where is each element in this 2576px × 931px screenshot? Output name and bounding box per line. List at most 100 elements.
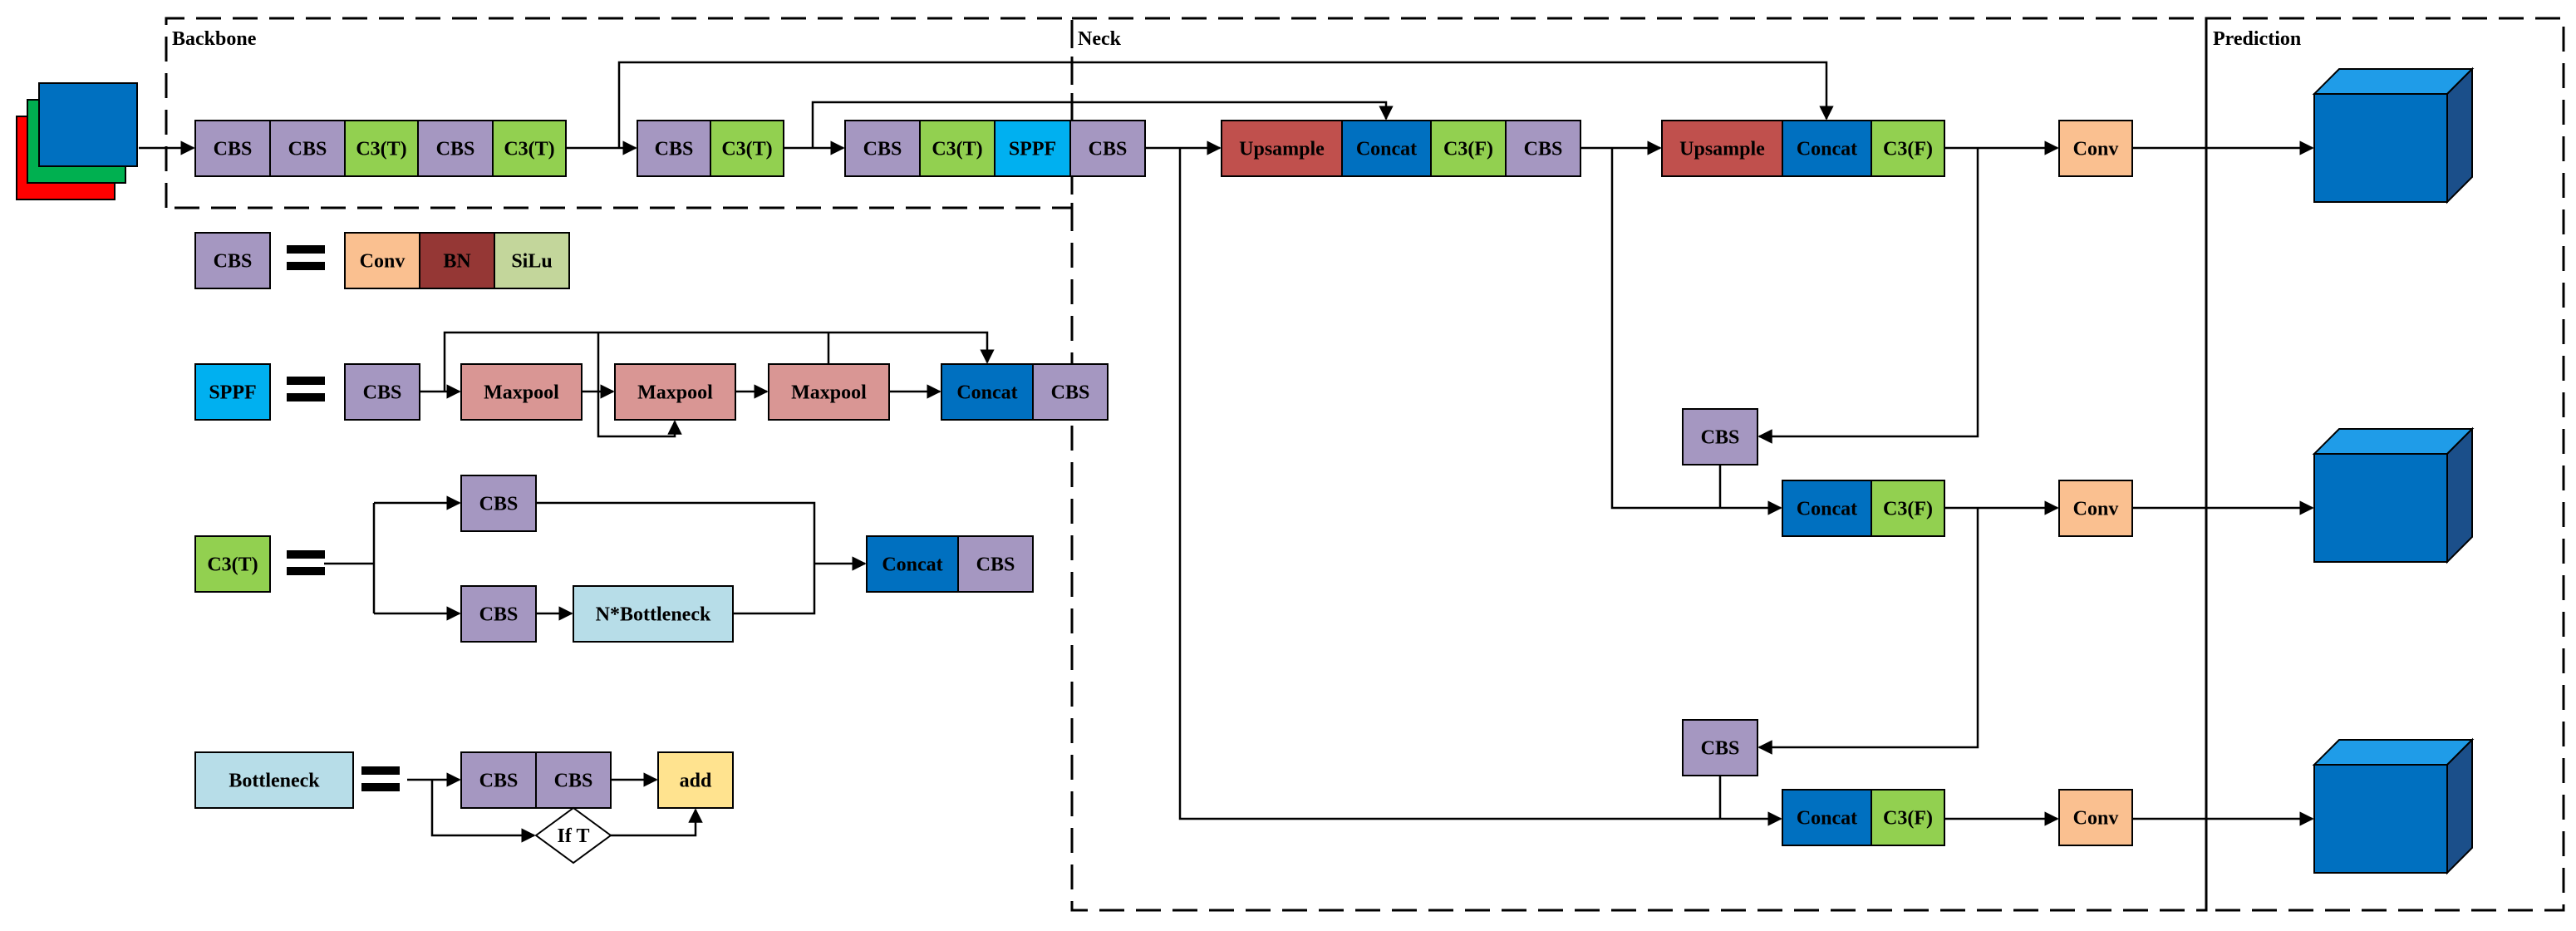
lg-maxpool-3: Maxpool <box>768 363 890 421</box>
lg-cbs-rect <box>194 232 271 289</box>
lg-bottleneck-rect <box>194 751 354 809</box>
lg-nbottleneck-rect <box>573 585 734 643</box>
bb-sppf: SPPF <box>994 120 1071 177</box>
lg-add-rect <box>657 751 734 809</box>
bb-cbs-1-label: CBS <box>214 139 253 160</box>
skip-to-concat2 <box>617 61 1834 148</box>
nk-conv-1: Conv <box>2058 120 2133 177</box>
lg-bn-cbs-2: CBS <box>535 751 612 809</box>
nk-c3f-4-label: C3(F) <box>1883 808 1933 830</box>
lg-bn-cbs-1-label: CBS <box>479 771 519 792</box>
backbone-border <box>165 17 1074 209</box>
lg-conv-rect <box>344 232 420 289</box>
prediction-cube-2 <box>2132 426 2475 564</box>
lg-if-t-label: If T <box>558 825 590 847</box>
nk-concat-2-label: Concat <box>1797 139 1857 160</box>
lg-add-label: add <box>680 771 712 792</box>
nk-concat-4-rect <box>1782 789 1872 846</box>
nk-conv-1-label: Conv <box>2073 139 2119 160</box>
lg-sppf-concat-label: Concat <box>956 382 1017 404</box>
nk-c3f-2-rect <box>1871 120 1945 177</box>
lg-maxpool-1-rect <box>460 363 583 421</box>
lg-c3t-label: C3(T) <box>207 554 258 576</box>
lg-cbs-label: CBS <box>214 251 253 273</box>
lg-sppf-cbs-label: CBS <box>363 382 402 404</box>
nk-upsample-2-rect <box>1661 120 1783 177</box>
bb-cbs-1: CBS <box>194 120 271 177</box>
nk-conv-2: Conv <box>2058 480 2133 537</box>
bb-c3t-2-rect <box>492 120 567 177</box>
bn-branch-down <box>430 780 536 843</box>
section-borders <box>165 17 2565 912</box>
lg-sppf-concat: Concat <box>941 363 1034 421</box>
bb-cbs-5-label: CBS <box>863 139 902 160</box>
input-layer-blue <box>38 82 138 167</box>
bb-c3t-1-rect <box>344 120 419 177</box>
skip-cbs1-to-concat3 <box>1610 148 1782 515</box>
equals-sign-4 <box>361 766 400 791</box>
lg-c3-cbs-2-rect <box>460 585 537 643</box>
lg-silu-label: SiLu <box>511 251 552 273</box>
lg-maxpool-2-label: Maxpool <box>637 382 713 404</box>
nk-concat-3-label: Concat <box>1797 499 1857 520</box>
nk-c3f-3-rect <box>1871 480 1945 537</box>
skip-to-concat1 <box>811 101 1394 148</box>
nk-cbs-2-label: CBS <box>1701 427 1740 449</box>
nk-concat-1: Concat <box>1341 120 1432 177</box>
lg-c3-concat-label: Concat <box>882 554 942 576</box>
lg-maxpool-3-label: Maxpool <box>791 382 867 404</box>
lg-c3-cbs-3-label: CBS <box>976 554 1015 576</box>
lg-nbottleneck: N*Bottleneck <box>573 585 734 643</box>
nk-conv-2-label: Conv <box>2073 499 2119 520</box>
lg-silu: SiLu <box>494 232 570 289</box>
lg-sppf-cbs-2-label: CBS <box>1051 382 1090 404</box>
skip-to-concat4 <box>1178 148 1782 826</box>
prediction-cube-3 <box>2132 737 2475 875</box>
nk-conv-3: Conv <box>2058 789 2133 846</box>
lg-bn-cbs-1: CBS <box>460 751 537 809</box>
sppf-skip-top <box>443 331 995 392</box>
nk-c3f-3: C3(F) <box>1871 480 1945 537</box>
bb-cbs-2: CBS <box>269 120 346 177</box>
neck-border <box>1070 17 2208 912</box>
nk-c3f-2: C3(F) <box>1871 120 1945 177</box>
nk-c3f-4: C3(F) <box>1871 789 1945 846</box>
lg-silu-rect <box>494 232 570 289</box>
nk-conv-2-rect <box>2058 480 2133 537</box>
lg-c3-cbs-1-rect <box>460 475 537 532</box>
nk-conv-3-label: Conv <box>2073 808 2119 830</box>
bb-c3t-2: C3(T) <box>492 120 567 177</box>
lg-c3-cbs-3: CBS <box>957 535 1034 593</box>
nk-c3f-1-label: C3(F) <box>1443 139 1493 160</box>
lg-cbs: CBS <box>194 232 271 289</box>
bb-cbs-6-label: CBS <box>1089 139 1128 160</box>
lg-nbottleneck-label: N*Bottleneck <box>596 604 711 626</box>
lg-sppf-label: SPPF <box>209 382 256 404</box>
lg-bottleneck: Bottleneck <box>194 751 354 809</box>
lg-bn-cbs-1-rect <box>460 751 537 809</box>
lg-c3-cbs-3-rect <box>957 535 1034 593</box>
bb-c3t-1: C3(T) <box>344 120 419 177</box>
bb-cbs-3: CBS <box>417 120 494 177</box>
lg-c3-cbs-1-label: CBS <box>479 494 519 515</box>
nk-upsample-2-label: Upsample <box>1679 139 1765 160</box>
lg-if-t: If T <box>534 806 612 864</box>
nk-c3f-2-label: C3(F) <box>1883 139 1933 160</box>
nk-c3f-4-rect <box>1871 789 1945 846</box>
bb-c3t-2-label: C3(T) <box>504 139 554 160</box>
bb-cbs-2-label: CBS <box>288 139 327 160</box>
c3f3-to-cbs3 <box>1757 508 1979 755</box>
neck-title: Neck <box>1078 28 1122 50</box>
nk-upsample-1-label: Upsample <box>1239 139 1325 160</box>
bb-c3t-4-label: C3(T) <box>932 139 982 160</box>
bb-cbs-4: CBS <box>637 120 711 177</box>
nk-c3f-3-label: C3(F) <box>1883 499 1933 520</box>
nk-conv-3-rect <box>2058 789 2133 846</box>
lg-sppf-cbs-rect <box>344 363 420 421</box>
c3-cbs1-right <box>536 501 816 615</box>
lg-sppf-cbs-2-rect <box>1032 363 1109 421</box>
sppf-loop <box>597 392 682 438</box>
bb-c3t-4: C3(T) <box>919 120 995 177</box>
input-image-stack <box>16 82 138 200</box>
bn-ift-to-add <box>611 808 703 837</box>
